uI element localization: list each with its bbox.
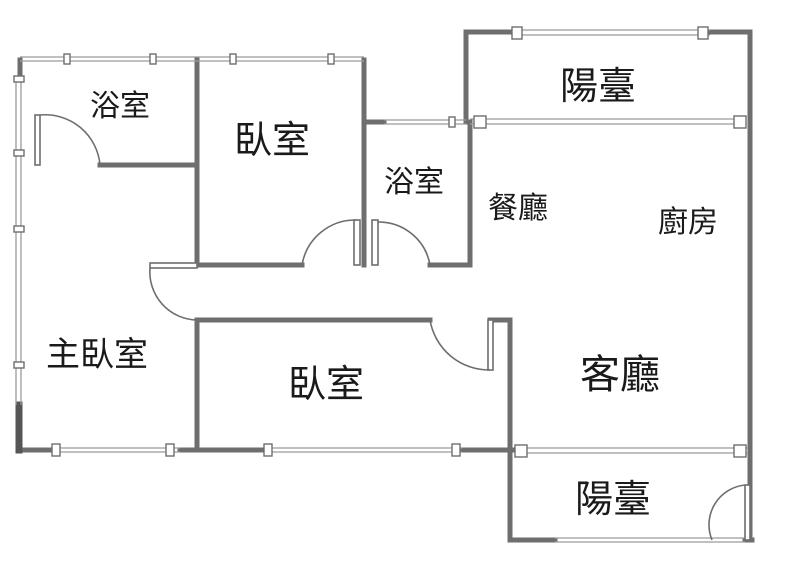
windows <box>13 26 748 543</box>
room-label-bath-middle: 浴室 <box>384 165 444 200</box>
room-label-balcony-top: 陽臺 <box>560 64 636 108</box>
door-bath-middle <box>371 219 431 266</box>
room-label-master-bedroom: 主臥室 <box>46 335 148 375</box>
walls <box>15 29 755 543</box>
room-label-dining: 餐廳 <box>488 191 548 226</box>
door-bedroom-top <box>301 219 361 266</box>
room-label-kitchen: 廚房 <box>658 205 718 240</box>
room-label-balcony-bottom: 陽臺 <box>575 477 651 521</box>
door-bath-top-left <box>34 113 101 166</box>
door-balcony-bottom <box>708 484 751 541</box>
room-label-bedroom-top: 臥室 <box>234 118 310 162</box>
room-label-bedroom-bottom: 臥室 <box>288 362 364 406</box>
room-labels: 浴室 臥室 浴室 陽臺 餐廳 廚房 主臥室 臥室 客廳 陽臺 <box>46 64 718 521</box>
door-master-bedroom <box>149 262 198 321</box>
door-bedroom-bottom <box>429 319 494 371</box>
room-label-bath-top-left: 浴室 <box>90 89 150 124</box>
room-label-living: 客廳 <box>580 352 660 398</box>
doors <box>34 113 751 541</box>
